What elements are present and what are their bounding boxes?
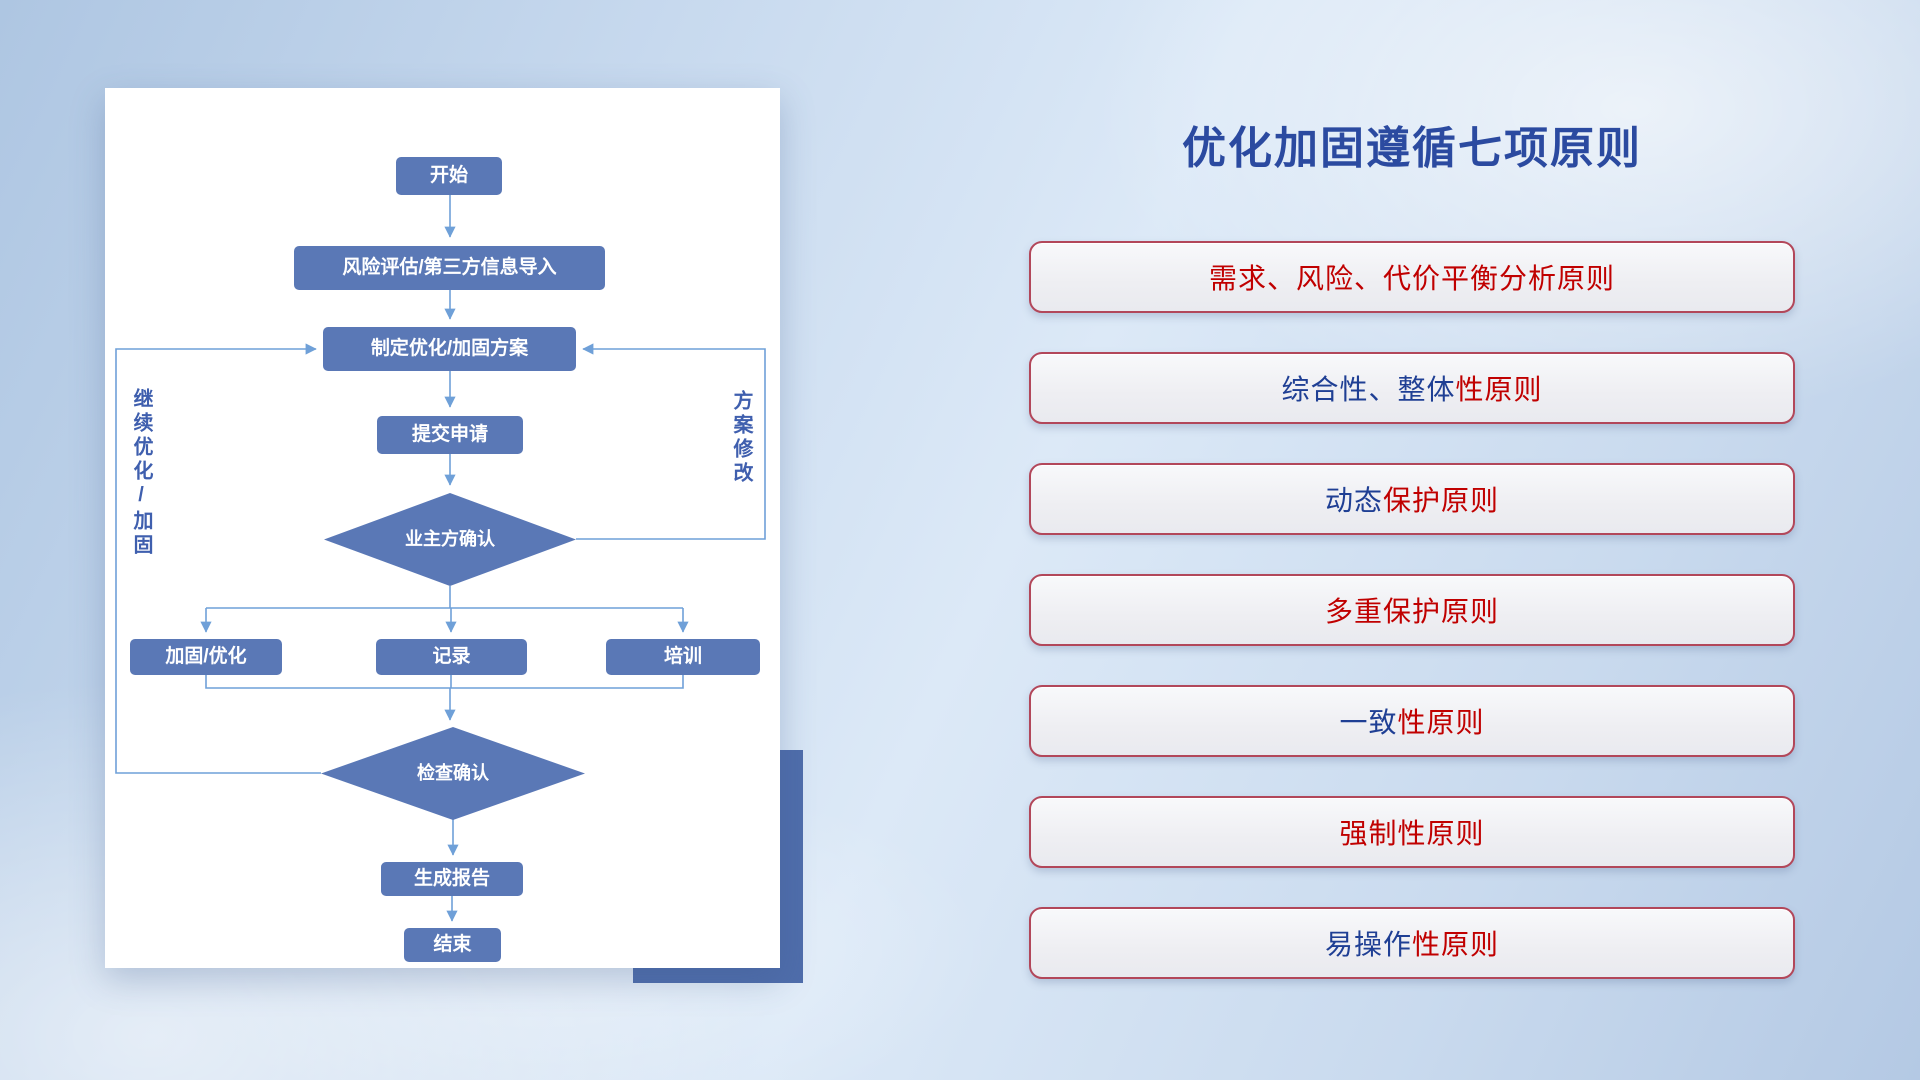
flow-node-make-plan: 制定优化/加固方案 (323, 327, 576, 371)
principle-text-segment: 需求、风险、代价平衡分析原则 (1208, 263, 1615, 294)
flow-node-generate-report: 生成报告 (381, 862, 523, 896)
principle-text-segment: 易操作 (1324, 929, 1412, 960)
principle-text-segment: 性原则 (1397, 707, 1485, 738)
principle-item-dynamic-protection[interactable]: 动态 保护原则 (1029, 463, 1795, 535)
principle-item-mandatory[interactable]: 强制性原则 (1029, 796, 1795, 868)
principle-text-segment: 性原则 (1455, 374, 1543, 405)
flow-node-harden-optimize: 加固/优化 (130, 639, 282, 675)
principle-item-operability[interactable]: 易操作 性原则 (1029, 907, 1795, 979)
flow-node-risk-import: 风险评估/第三方信息导入 (294, 246, 605, 290)
vertical-label-plan-revise: 方案修改 (730, 390, 752, 486)
flowchart-connectors (115, 195, 766, 922)
principle-text-segment: 一致 (1339, 707, 1398, 738)
principle-item-balance-analysis[interactable]: 需求、风险、代价平衡分析原则 (1029, 241, 1795, 313)
principle-text-segment: 强制性原则 (1339, 818, 1485, 849)
flow-node-record: 记录 (376, 639, 527, 675)
principle-text-segment: 性原则 (1412, 929, 1500, 960)
principle-text-segment: 综合性、整体 (1281, 374, 1456, 405)
principle-text-segment: 保护原则 (1383, 485, 1500, 516)
flow-node-start: 开始 (396, 157, 502, 195)
principle-item-consistency[interactable]: 一致 性原则 (1029, 685, 1795, 757)
flow-node-training: 培训 (606, 639, 760, 675)
vertical-label-continue-optimize: 继续优化/加固 (130, 388, 152, 558)
flow-node-end: 结束 (404, 928, 501, 962)
principle-text-segment: 多重保护原则 (1324, 596, 1499, 627)
flowchart-card: 开始 风险评估/第三方信息导入 制定优化/加固方案 提交申请 业主方确认 加固/… (105, 88, 780, 968)
principles-list: 需求、风险、代价平衡分析原则 综合性、整体 性原则 动态 保护原则 多重保护原则… (1029, 241, 1795, 979)
page-title: 优化加固遵循七项原则 (1182, 124, 1642, 173)
flow-node-submit-apply: 提交申请 (377, 416, 523, 454)
principle-text-segment: 动态 (1324, 485, 1383, 516)
principle-item-multi-protection[interactable]: 多重保护原则 (1029, 574, 1795, 646)
principle-item-comprehensive[interactable]: 综合性、整体 性原则 (1029, 352, 1795, 424)
